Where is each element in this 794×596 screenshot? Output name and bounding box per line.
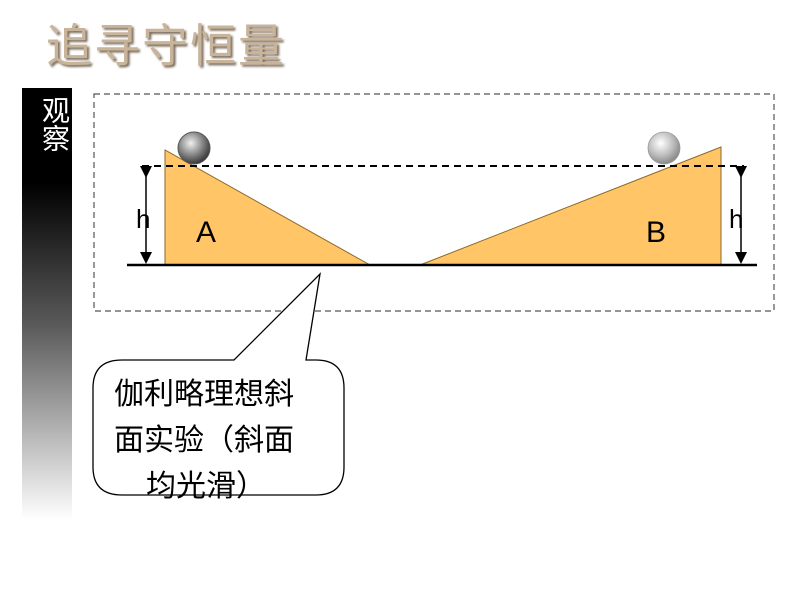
incline-b-label: B	[646, 216, 666, 249]
incline-b	[419, 146, 722, 266]
callout-bubble	[92, 272, 345, 496]
callout-line-2: 面实验（斜面	[114, 423, 294, 458]
height-label-right: h	[729, 204, 743, 234]
height-label-left: h	[136, 204, 150, 234]
incline-a-label: A	[196, 216, 216, 249]
callout-line-3: 均光滑）	[146, 469, 266, 504]
ball-end	[647, 131, 681, 165]
callout-text: 伽利略理想斜 面实验（斜面 均光滑）	[100, 372, 340, 510]
dashed-frame	[93, 93, 775, 312]
side-label: 观察	[38, 96, 71, 152]
callout-line-1: 伽利略理想斜	[114, 377, 294, 412]
side-bar	[22, 88, 72, 520]
slide-title: 追寻守恒量	[46, 19, 286, 73]
ball-start	[177, 131, 211, 165]
